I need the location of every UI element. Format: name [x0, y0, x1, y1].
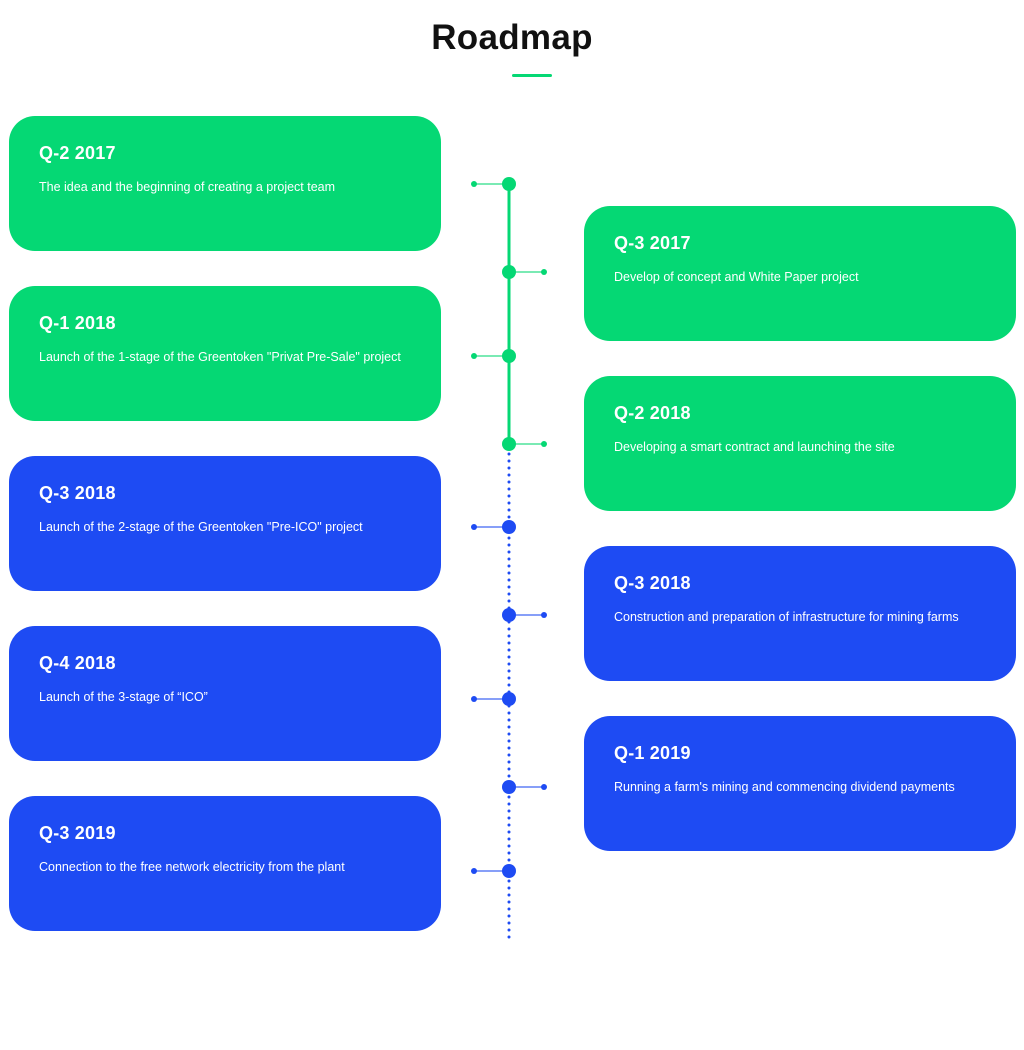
milestone-description: Launch of the 2-stage of the Greentoken …	[39, 520, 363, 534]
timeline-node	[502, 864, 516, 878]
milestone-quarter: Q-2 2018	[614, 403, 691, 423]
milestone-quarter: Q-3 2017	[614, 233, 691, 253]
timeline-connector-dot	[471, 868, 477, 874]
milestone-description: Launch of the 3-stage of “ICO”	[39, 690, 208, 704]
milestone-card-2: Q-3 2017 Develop of concept and White Pa…	[584, 206, 1016, 341]
milestone-card-6: Q-3 2018 Construction and preparation of…	[584, 546, 1016, 681]
milestone-description: Develop of concept and White Paper proje…	[614, 270, 859, 284]
timeline-connector-dot	[541, 784, 547, 790]
milestone-quarter: Q-1 2018	[39, 313, 116, 333]
milestone-quarter: Q-2 2017	[39, 143, 116, 163]
timeline-connector-dot	[541, 441, 547, 447]
timeline-node	[502, 177, 516, 191]
timeline-connector-dot	[471, 696, 477, 702]
timeline-connector-dot	[471, 524, 477, 530]
milestone-card-4: Q-2 2018 Developing a smart contract and…	[584, 376, 1016, 511]
timeline-connector-dot	[471, 353, 477, 359]
title-underline	[512, 74, 552, 77]
milestone-card-3: Q-1 2018 Launch of the 1-stage of the Gr…	[9, 286, 441, 421]
milestone-description: Developing a smart contract and launchin…	[614, 440, 895, 454]
milestone-description: Connection to the free network electrici…	[39, 860, 345, 874]
milestone-card-1: Q-2 2017 The idea and the beginning of c…	[9, 116, 441, 251]
timeline-connector-dot	[541, 269, 547, 275]
timeline-node	[502, 437, 516, 451]
milestone-card-9: Q-3 2019 Connection to the free network …	[9, 796, 441, 931]
milestone-description: Running a farm's mining and commencing d…	[614, 780, 955, 794]
milestone-description: Construction and preparation of infrastr…	[614, 610, 959, 624]
milestone-card-7: Q-4 2018 Launch of the 3-stage of “ICO”	[9, 626, 441, 761]
milestone-quarter: Q-3 2018	[614, 573, 691, 593]
milestone-quarter: Q-4 2018	[39, 653, 116, 673]
milestone-quarter: Q-3 2019	[39, 823, 116, 843]
milestone-card-5: Q-3 2018 Launch of the 2-stage of the Gr…	[9, 456, 441, 591]
milestone-quarter: Q-1 2019	[614, 743, 691, 763]
milestone-description: Launch of the 1-stage of the Greentoken …	[39, 350, 401, 364]
timeline-connector-dot	[541, 612, 547, 618]
timeline-node	[502, 608, 516, 622]
timeline-node	[502, 780, 516, 794]
timeline-node	[502, 520, 516, 534]
milestone-card-8: Q-1 2019 Running a farm's mining and com…	[584, 716, 1016, 851]
milestone-description: The idea and the beginning of creating a…	[39, 180, 336, 194]
milestone-quarter: Q-3 2018	[39, 483, 116, 503]
timeline-node	[502, 265, 516, 279]
timeline-node	[502, 692, 516, 706]
timeline-node	[502, 349, 516, 363]
page-title: Roadmap	[431, 18, 593, 57]
timeline-connector-dot	[471, 181, 477, 187]
